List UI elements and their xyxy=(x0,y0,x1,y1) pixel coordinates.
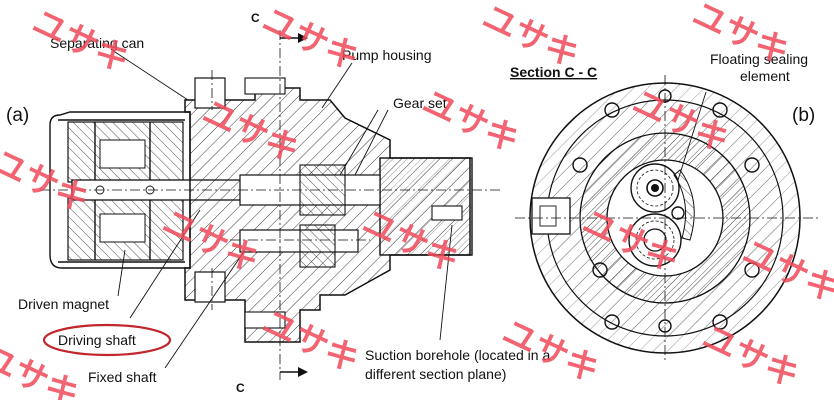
driving-shaft-label: Driving shaft xyxy=(58,332,136,348)
panel-b-label: (b) xyxy=(792,105,815,126)
watermark-text: ユサキ xyxy=(256,0,365,79)
section-view-b xyxy=(515,75,820,360)
watermark-text: ユサキ xyxy=(416,82,525,161)
section-view-a xyxy=(40,30,500,380)
panel-a-label: (a) xyxy=(6,105,29,126)
floating-sealing-label-1: Floating sealing xyxy=(710,51,808,67)
suction-borehole-label-2: different section plane) xyxy=(365,366,506,382)
floating-sealing-label-2: element xyxy=(740,68,790,84)
section-title: Section C - C xyxy=(510,64,597,80)
gear-set-label: Gear set xyxy=(393,95,447,111)
fixed-shaft-label: Fixed shaft xyxy=(88,369,157,385)
watermark-text: ユサキ xyxy=(256,302,365,381)
highlight-ellipse xyxy=(42,323,172,357)
cut-marker-top: C xyxy=(251,11,260,25)
watermark-text: ユサキ xyxy=(26,2,135,81)
watermark-text: ユサキ xyxy=(696,317,805,396)
driven-magnet-label: Driven magnet xyxy=(18,296,109,312)
leader-lines-a xyxy=(111,49,453,369)
separating-can-label: Separating can xyxy=(50,35,144,51)
cut-marker-bottom: C xyxy=(236,381,245,395)
suction-borehole-label-1: Suction borehole (located in a xyxy=(365,347,550,363)
pump-housing-label: Pump housing xyxy=(342,47,432,63)
